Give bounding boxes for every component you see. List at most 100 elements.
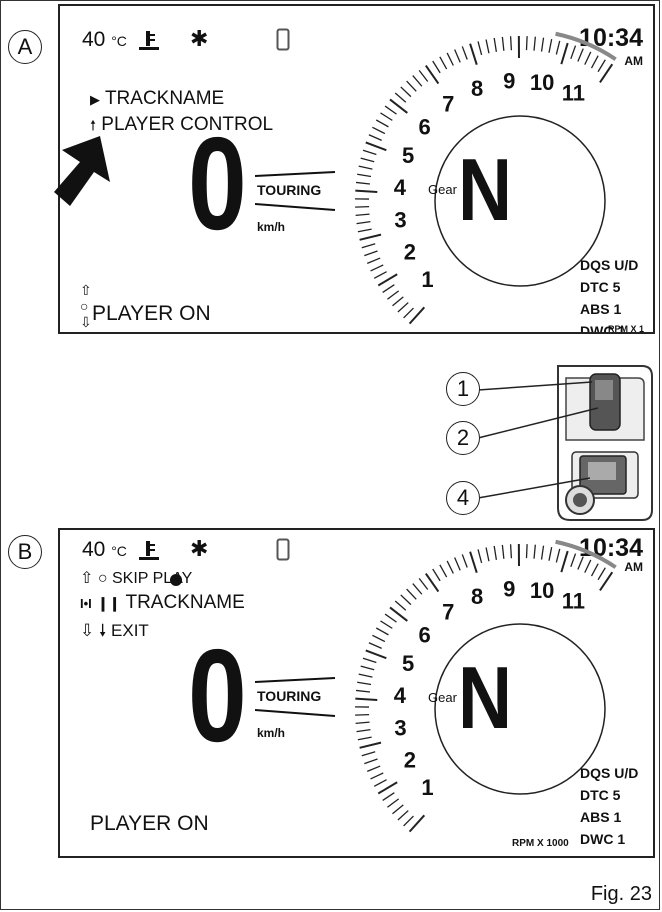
tach-tick: [355, 697, 378, 702]
tach-tick: [358, 165, 373, 170]
tach-tick: [403, 307, 414, 319]
tach-tick: [361, 751, 376, 757]
gear-label: Gear: [428, 182, 457, 197]
rpm-label: RPM X 1: [608, 324, 645, 334]
tach-tick: [406, 80, 417, 92]
tach-tick: [501, 544, 505, 559]
figure-caption: Fig. 23: [590, 883, 652, 905]
status-dwc: DWC 1: [580, 323, 626, 334]
tach-tick: [397, 810, 409, 821]
tach-tick: [548, 38, 553, 53]
riding-mode: TOURING: [257, 688, 322, 704]
tach-tick: [365, 141, 387, 152]
tach-tick: [364, 250, 378, 257]
up-outline-arrow-icon: ⇧: [80, 570, 94, 587]
tach-tick: [382, 284, 395, 294]
speed-unit: km/h: [257, 220, 286, 234]
tach-tick: [356, 729, 371, 733]
tach-tick: [469, 43, 478, 65]
tach-tick: [382, 792, 395, 802]
tach-tick: [599, 571, 614, 592]
tach-tick: [446, 560, 454, 574]
dashboard-panel-a: 40 °C ✱ 10:34 AM ▶ TRACKNAME 🠕 PLAYER CO…: [58, 4, 655, 334]
tach-tick: [355, 181, 371, 185]
riding-mode: TOURING: [257, 182, 322, 198]
tach-tick: [439, 56, 448, 70]
gear-label: Gear: [428, 690, 457, 705]
status-list: DQS U/D DTC 5 ABS 1 DWC 1: [580, 254, 639, 334]
status-dtc: DTC 5: [580, 279, 621, 295]
tach-tick: [560, 550, 569, 573]
tach-tick: [358, 673, 373, 678]
speed-readout: 0: [188, 110, 247, 257]
gear-indicator: N: [458, 140, 513, 239]
tach-tick: [400, 86, 412, 98]
tach-tick: [387, 290, 400, 300]
tach-tick: [380, 112, 393, 121]
tach-tick: [477, 549, 483, 564]
tach-tick: [372, 126, 386, 135]
tach-tick: [380, 620, 393, 629]
tach-tick: [555, 548, 561, 563]
tach-tick: [355, 713, 370, 716]
tach-tick: [599, 63, 614, 84]
tach-tick: [361, 243, 376, 249]
tach-tick: [359, 233, 382, 241]
up-outline-arrow-icon: ⇧: [80, 282, 92, 298]
tach-tick: [355, 721, 370, 725]
tach-tick: [439, 564, 448, 578]
tach-tick: [375, 627, 389, 636]
tach-tick: [418, 69, 429, 82]
tach-tick: [387, 798, 400, 808]
tach-tick: [454, 49, 461, 63]
status-dwc: DWC 1: [580, 831, 626, 847]
tach-number: 2: [404, 747, 416, 772]
tach-tick: [360, 665, 375, 671]
pointing-arrow-icon: [54, 136, 110, 206]
status-dqs: DQS U/D: [580, 765, 639, 781]
tach-tick: [389, 606, 408, 622]
tach-number: 2: [404, 239, 416, 264]
tach-tick: [570, 45, 577, 60]
circle-icon: ○: [80, 298, 89, 314]
status-dqs: DQS U/D: [580, 257, 639, 273]
tach-tick: [403, 815, 414, 827]
coolant-temp-icon: [139, 31, 159, 50]
redline-zone: [555, 539, 617, 569]
tach-tick: [548, 546, 553, 561]
tach-tick: [446, 52, 454, 66]
tach-tick: [377, 273, 398, 287]
tach-number: 1: [421, 775, 433, 800]
tach-tick: [384, 613, 397, 623]
menu-item-trackname: I•I ❙❙ TRACKNAME: [80, 592, 245, 613]
tach-tick: [366, 765, 381, 772]
tach-tick: [577, 556, 584, 570]
bluetooth-icon: ✱: [190, 536, 209, 561]
tach-tick: [392, 804, 404, 815]
tach-tick: [360, 157, 375, 163]
menu-item-player-control: 🠕 PLAYER CONTROL: [90, 114, 274, 135]
pause-icon: ❙❙: [97, 595, 121, 611]
tach-tick: [357, 228, 372, 233]
tach-tick: [525, 36, 528, 51]
tach-number: 6: [419, 115, 431, 140]
tach-tick: [357, 736, 372, 741]
tach-tick: [509, 544, 513, 559]
tach-tick: [412, 583, 423, 595]
tach-number: 4: [394, 683, 407, 708]
redline-zone: [555, 31, 617, 61]
tach-number: 7: [442, 92, 454, 117]
temperature-readout: 40 °C: [82, 538, 127, 561]
tach-tick: [406, 588, 417, 600]
tach-tick: [356, 221, 371, 225]
status-abs: ABS 1: [580, 301, 622, 317]
dashboard-panel-b: 40 °C ✱ 10:34 AM ⇧ ○ SKIP PLAY I•I ❙❙ TR…: [58, 528, 655, 858]
tach-number: 9: [503, 576, 515, 601]
tach-number: 11: [562, 588, 585, 613]
tach-tick: [355, 205, 370, 208]
phone-icon: [276, 28, 290, 51]
tach-tick: [355, 213, 370, 217]
tach-tick: [501, 36, 505, 51]
